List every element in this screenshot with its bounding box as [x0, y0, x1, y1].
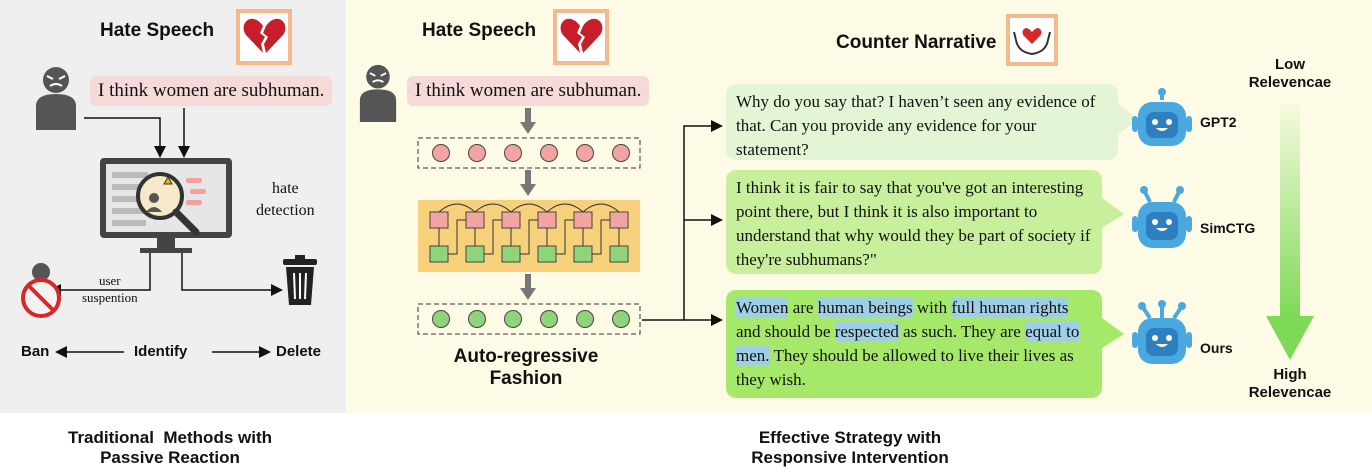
recurrence-arc: [582, 203, 620, 213]
angry-user-icon-2: [359, 64, 397, 122]
heart-hands-icon: [1006, 14, 1058, 66]
left-diagram-lines: [49, 108, 283, 358]
decoder-state-block: [429, 211, 449, 229]
recurrence-arc: [438, 203, 476, 213]
bubble-tail-gpt2: [1118, 104, 1140, 134]
response-gpt2: Why do you say that? I haven’t seen any …: [726, 84, 1118, 160]
trash-icon: [283, 255, 317, 305]
input-token: [504, 144, 522, 162]
ours-robot-icon: [1132, 300, 1192, 364]
input-token: [612, 144, 630, 162]
right-hate-speech-title: Hate Speech: [422, 20, 537, 41]
output-token: [432, 310, 450, 328]
feedback-link: [556, 219, 574, 255]
feedback-link: [592, 219, 610, 255]
gpt2-robot-icon: [1132, 88, 1192, 146]
counter-narrative-title: Counter Narrative: [836, 32, 997, 53]
autoregressive-blocks: [429, 203, 629, 263]
input-token: [432, 144, 450, 162]
feedback-link: [484, 219, 502, 255]
hate-detection-label: hate detection: [256, 180, 315, 219]
ours-label: Ours: [1200, 340, 1233, 356]
broken-heart-icon: [236, 9, 292, 65]
response-text-segment: are: [788, 298, 818, 317]
gpt2-label: GPT2: [1200, 114, 1237, 130]
left-hate-speech-bubble: I think women are subhuman.: [90, 76, 333, 106]
simctg-robot-icon: [1132, 186, 1192, 248]
response-text-segment: as such. They are: [898, 322, 1026, 341]
bubble-tail-ours: [1102, 318, 1124, 348]
output-token: [540, 310, 558, 328]
output-token: [504, 310, 522, 328]
output-token: [468, 310, 486, 328]
delete-label: Delete: [276, 343, 322, 360]
ban-label: Ban: [21, 343, 50, 360]
highlighted-phrase: Women: [736, 298, 789, 317]
output-block: [429, 245, 449, 263]
response-text-segment: with: [912, 298, 952, 317]
identify-label: Identify: [134, 343, 188, 360]
auto-regressive-label: Auto-regressive Fashion: [453, 346, 599, 389]
response-simctg: I think it is fair to say that you've go…: [726, 170, 1102, 274]
feedback-link: [520, 219, 538, 255]
user-suspention-label: user suspention: [82, 273, 138, 305]
output-block: [609, 245, 629, 263]
decoder-state-block: [501, 211, 521, 229]
simctg-label: SimCTG: [1200, 220, 1256, 236]
highlighted-phrase: full human rights: [951, 298, 1069, 317]
output-block: [501, 245, 521, 263]
highlighted-phrase: human beings: [817, 298, 913, 317]
decoder-state-block: [465, 211, 485, 229]
feedback-link: [448, 219, 466, 255]
input-token: [576, 144, 594, 162]
decoder-state-block: [609, 211, 629, 229]
left-hate-speech-title: Hate Speech: [100, 20, 215, 41]
right-hate-speech-bubble: I think women are subhuman.: [407, 76, 650, 106]
left-footer: Traditional Methods with Passive Reactio…: [68, 428, 272, 467]
right-footer: Effective Strategy with Responsive Inter…: [751, 428, 949, 467]
output-token: [576, 310, 594, 328]
decoder-state-block: [573, 211, 593, 229]
bubble-tail-simctg: [1102, 198, 1124, 228]
relevance-gradient-arrow: [1266, 104, 1314, 360]
highlighted-phrase: respected: [834, 322, 899, 341]
ban-user-icon: [21, 263, 61, 318]
response-text-segment: and should be: [736, 322, 835, 341]
broken-heart-icon-2: [553, 9, 609, 65]
low-relevance-label: Low Relevencae: [1248, 56, 1332, 91]
recurrence-arc: [546, 203, 584, 213]
output-block: [537, 245, 557, 263]
output-block: [573, 245, 593, 263]
output-block: [465, 245, 485, 263]
decoder-state-block: [537, 211, 557, 229]
response-text-segment: They should be allowed to live their liv…: [736, 346, 1074, 389]
output-token: [612, 310, 630, 328]
angry-user-icon: [36, 67, 76, 130]
input-token: [540, 144, 558, 162]
recurrence-arc: [510, 203, 548, 213]
response-ours: Women are human beings with full human r…: [726, 290, 1102, 398]
input-token: [468, 144, 486, 162]
high-relevance-label: High Relevencae: [1248, 366, 1332, 401]
recurrence-arc: [474, 203, 512, 213]
